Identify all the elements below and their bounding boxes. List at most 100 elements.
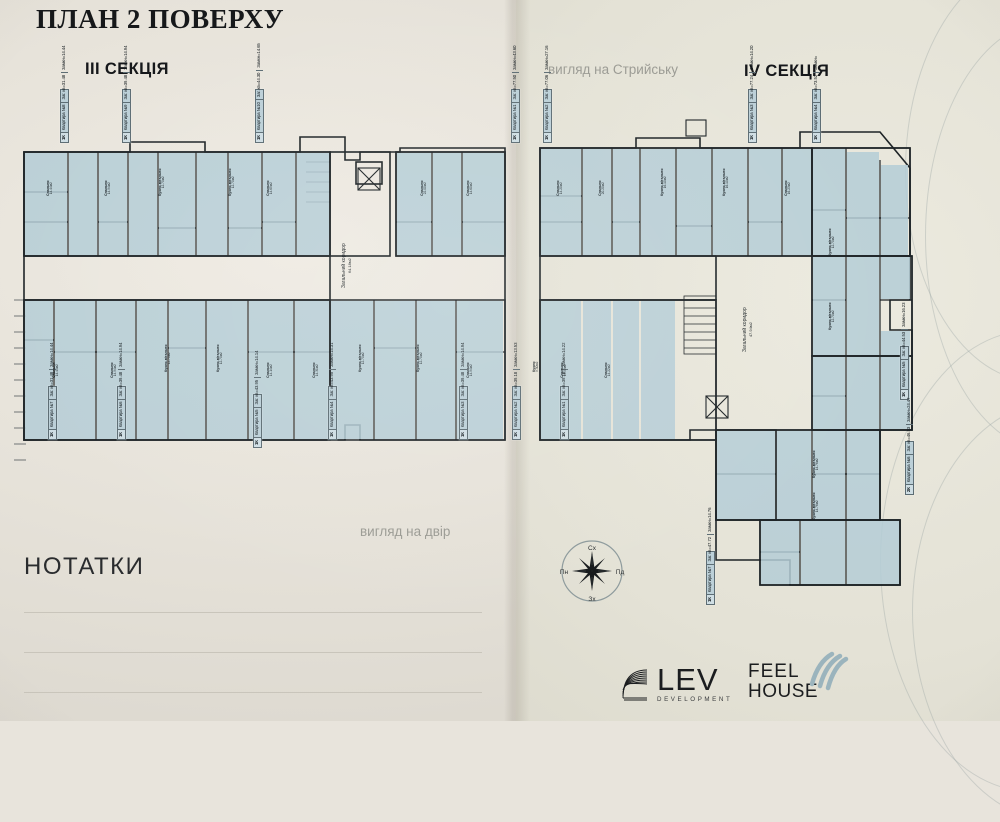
apartment-total-area: Заг. кв=39.48 [123, 71, 130, 102]
room-area: 12.70м2 [161, 176, 166, 189]
apartment-rooms-count: 1К [123, 132, 130, 142]
room-area: 14.44м2 [49, 182, 54, 195]
room-area: 14.22м2 [607, 364, 612, 377]
apartment-number: Квартира №6 [906, 453, 913, 485]
apartment-living-area: Замкн=24.47 [906, 397, 912, 422]
compass-south-label: Пд [616, 569, 625, 576]
room-area: 12.70м2 [219, 352, 224, 365]
apartment-number: Квартира №2 [513, 398, 520, 430]
apartment-total-area: Заг. кв=31.48 [61, 71, 68, 102]
apartment-number: Квартира №8 [61, 101, 68, 133]
corridor-label-section4: Загальний коридор 47.94м2 [742, 307, 754, 352]
apartment-living-area: Замкн=14.20 [749, 45, 755, 70]
room-area: 14.31м2 [315, 364, 320, 377]
apartment-rooms-count: 1К [813, 132, 820, 142]
apartment-number: Квартира №6 [118, 398, 125, 430]
apartment-total-area: Заг. кв=73.52 [813, 71, 820, 102]
room-area: 14.76м2 [815, 458, 820, 471]
room-area: 12.70м2 [231, 176, 236, 189]
room-area: 20.20м2 [601, 182, 606, 195]
feel-house-logo: FEEL HOUSE [748, 651, 849, 701]
apartment-rooms-count: 1К [707, 594, 714, 604]
apartment-number: Квартира №4 [329, 398, 336, 430]
notes-heading: НОТАТКИ [24, 553, 145, 580]
apartment-number: Квартира №9 [123, 101, 130, 133]
apartment-living-area: Замкн=16.23 [901, 302, 907, 327]
apartment-rooms-count: 2К [906, 484, 913, 494]
apartment-living-area: Замкн= [813, 55, 819, 70]
apartment-number: Квартира №10 [256, 99, 263, 133]
room-area: 14.76м2 [815, 500, 820, 513]
apartment-total-area: Заг. кв=77.06 [544, 71, 551, 102]
apartment-living-area: Замкн=27.16 [544, 45, 550, 70]
apartment-number: Квартира №3 [460, 398, 467, 430]
apartment-total-area: Заг. кв=46.53 [906, 423, 913, 454]
lev-logo-subtitle: DEVELOPMENT [657, 695, 733, 703]
notes-rule [24, 612, 482, 613]
apartment-rooms-count: 1К [256, 132, 263, 142]
compass-east-label: Сх [588, 545, 597, 552]
room-area: 12.70м2 [361, 352, 366, 365]
room-area: 13.53м2 [563, 364, 568, 377]
apartment-living-area: Замкн=13.53 [513, 342, 519, 367]
apartment-number: Квартира №5 [901, 358, 908, 390]
lev-development-logo: LEV DEVELOPMENT [620, 664, 733, 703]
apartment-rooms-count: 1К [61, 132, 68, 142]
apartment-rooms-count: 1К [544, 132, 551, 142]
lev-logo-mark [622, 669, 648, 701]
notes-rule [24, 692, 482, 693]
apartment-rooms-count: 1К [561, 429, 568, 439]
apartment-rooms-count: 1К [513, 429, 520, 439]
room-area: 16.10м2 [725, 176, 730, 189]
room-area: 14.20м2 [559, 182, 564, 195]
room-area: 14.94м2 [113, 364, 118, 377]
apartment-living-area: Замкн=43.60 [512, 45, 518, 70]
room-area: 16.10м2 [663, 176, 668, 189]
apartment-living-area: Замкн=14.14 [254, 350, 260, 375]
view-direction-street: вигляд на Стрийську [548, 62, 678, 77]
room-area: 22.00м2 [423, 182, 428, 195]
apartment-total-area: Заг. кв=44.53 [901, 328, 908, 359]
room-area: 12.70м2 [831, 236, 836, 249]
notes-rule [24, 652, 482, 653]
apartment-rooms-count: 1К [460, 429, 467, 439]
apartment-rooms-count: 1К [329, 429, 336, 439]
apartment-total-area: Заг. кв=39.48 [118, 368, 125, 399]
apartment-rooms-count: 1К [749, 132, 756, 142]
room-area: 14.94м2 [107, 182, 112, 195]
apartment-rooms-count: 1К [512, 132, 519, 142]
room-area: 14.44м2 [55, 364, 60, 377]
room-area: 9.40м2 [535, 361, 540, 372]
room-area: 14.14м2 [269, 364, 274, 377]
